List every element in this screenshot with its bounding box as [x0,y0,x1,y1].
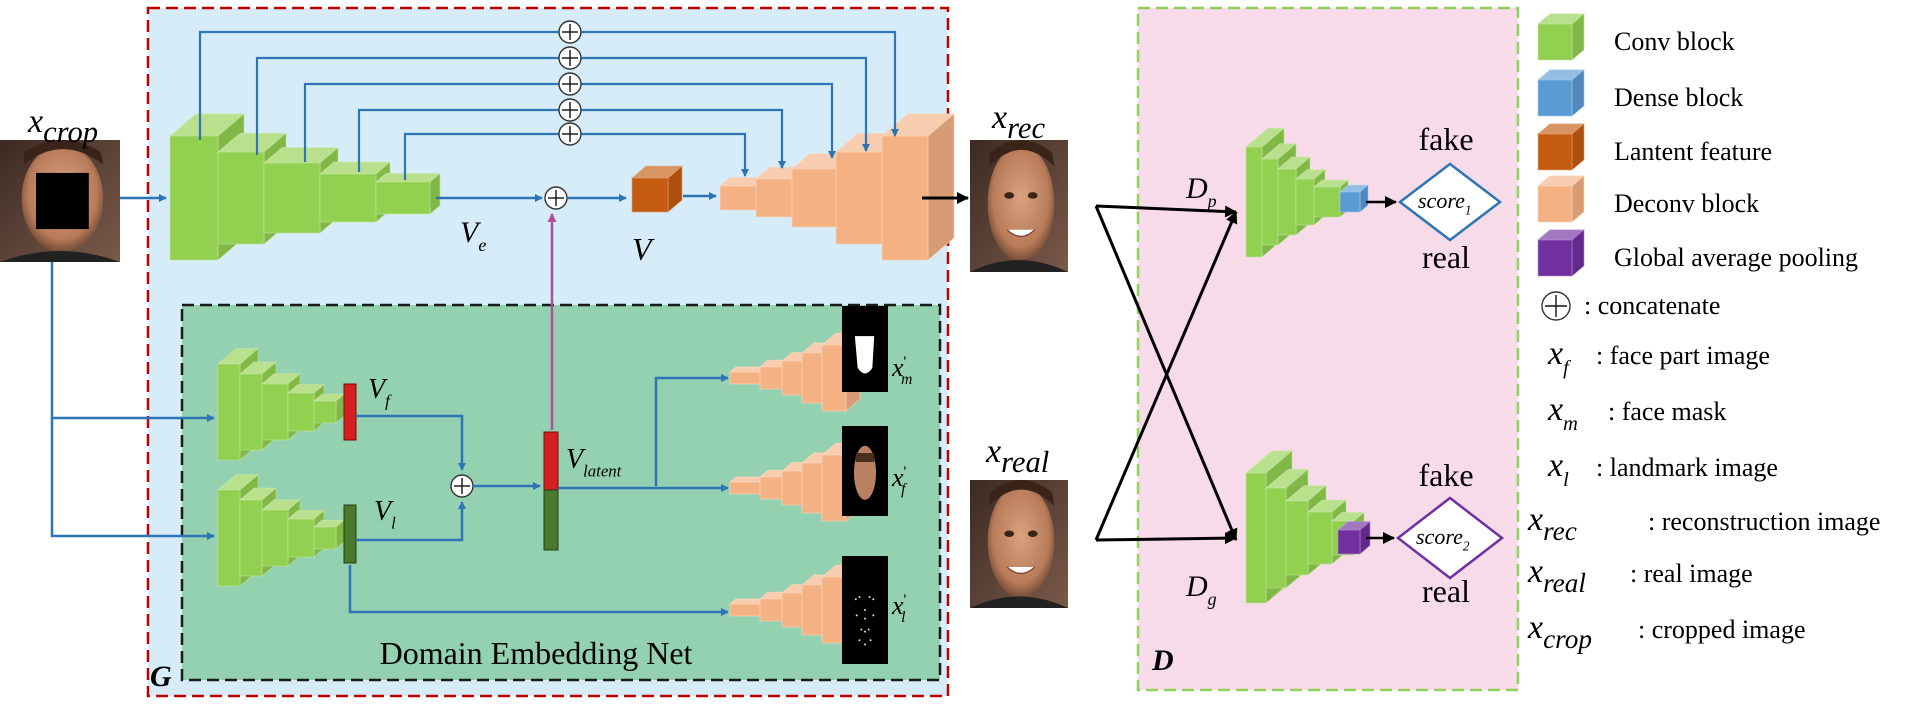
label-bottom-real: real [1422,573,1470,609]
legend-sym-f-label: : face part image [1596,341,1770,370]
label-x-real: xreal [985,433,1049,479]
label-score2: score2 [1416,524,1470,554]
gen-decoder-block-4 [881,113,955,261]
label-xm-out: x'm [891,353,912,388]
legend-sym-real-label: : real image [1630,559,1753,588]
label-top-fake: fake [1418,121,1473,157]
legend-sym-crop: xcrop [1527,609,1592,654]
legend-dense-swatch [1537,69,1585,117]
label-top-real: real [1422,239,1470,275]
label-vl: Vl [374,496,396,532]
legend-sym-rec: xrec [1527,501,1577,546]
disc-p-dense-block [1339,184,1369,213]
crop-face-image [0,140,120,262]
label-dg: Dg [1185,570,1217,609]
legend-latent-swatch [1537,123,1585,171]
legend-conv-swatch [1537,13,1585,61]
discriminator-panel [1136,6,1520,692]
legend-sym-real: xreal [1527,553,1586,598]
label-xl-out: x'l [891,591,907,626]
skip-concat-1 [558,46,582,70]
legend-concat-label: : concatenate [1584,291,1720,320]
label-dp: Dp [1185,172,1217,211]
arrow-vl-landmark-decoder [348,565,729,616]
legend-gap-swatch [1537,229,1585,277]
embed-encoder-landmark-block-4 [313,519,345,550]
legend-sym-l-label: : landmark image [1596,453,1778,482]
output-mask-thumb [842,306,888,392]
legend-concat-icon [1541,291,1571,321]
label-ve: Ve [460,216,486,255]
concat-ve-vlatent [544,186,568,210]
disc-g-gap-block [1337,520,1371,555]
label-xf-out: x'f [891,463,908,498]
vlatent-code-red [543,431,559,491]
reconstructed-face-image [970,140,1068,272]
arrow-xrec-dp [1095,204,1237,218]
label-x-rec: xrec [991,99,1045,145]
latent-feature-block [631,165,683,213]
output-landmark-thumb [842,556,888,664]
score1-diamond [1397,162,1503,242]
gen-encoder-block-4 [375,172,441,215]
real-face-image [970,480,1068,608]
legend-gap-label: Global average pooling [1614,243,1858,272]
arrow-vf-concat [356,414,466,471]
legend-conv-label: Conv block [1614,27,1735,56]
score2-diamond [1395,496,1505,580]
legend-latent-label: Lantent feature [1614,137,1772,166]
skip-concat-2 [558,72,582,96]
embed-decoder-face-block-3 [801,452,835,514]
label-bottom-fake: fake [1418,457,1473,493]
skip-concat-4 [558,122,582,146]
vlatent-code-green [543,489,559,551]
arrow-xreal-dg [1095,532,1237,545]
legend-sym-crop-label: : cropped image [1638,615,1806,644]
output-face-part-thumb [842,426,888,516]
arrow-xcrop-landmark-encoder [50,418,215,540]
label-v: V [632,231,655,267]
legend-sym-l: xl [1547,447,1569,491]
arrow-vl-concat [356,501,466,542]
vl-code [343,504,357,564]
legend-sym-f: xf [1547,335,1572,379]
skip-connection-0 [198,30,899,140]
arrow-xreal-dp [1094,211,1238,541]
legend-sym-m: xm [1547,391,1578,435]
arrow-vlatent-mask-decoder [654,374,729,486]
legend-dense-label: Dense block [1614,83,1743,112]
generator-tag: G [150,660,172,693]
label-vf: Vf [368,374,392,410]
embed-encoder-face-block-4 [313,393,345,424]
concat-vf-vl [450,474,474,498]
vf-code [343,383,357,441]
embedding-net-title: Domain Embedding Net [380,635,693,671]
legend-sym-m-label: : face mask [1608,397,1726,426]
label-vlatent: Vlatent [566,444,622,480]
skip-concat-0 [558,20,582,44]
legend-deconv-label: Deconv block [1614,189,1759,218]
legend-sym-rec-label: : reconstruction image [1648,507,1880,536]
legend-deconv-swatch [1537,175,1585,223]
skip-concat-3 [558,98,582,122]
label-score1: score1 [1418,188,1471,218]
label-x-crop: xcrop [27,103,98,149]
discriminator-tag: D [1151,644,1174,677]
